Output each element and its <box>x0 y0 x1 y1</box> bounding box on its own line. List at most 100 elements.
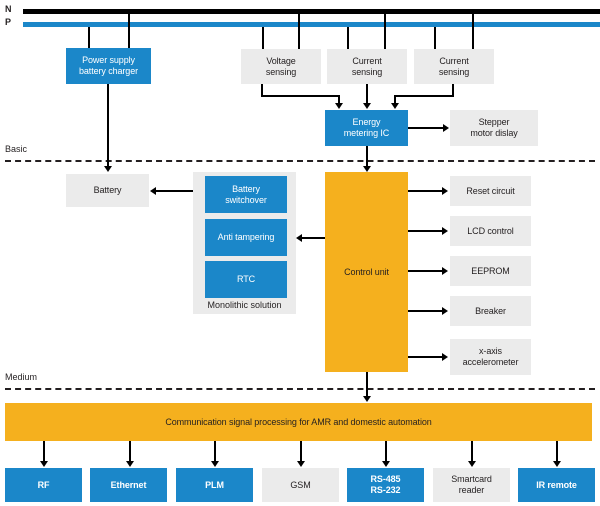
conn-voltage-sensing-across <box>261 95 340 97</box>
block-rf[interactable]: RF <box>5 468 82 502</box>
conn-control-unit-to-anti-tampering <box>302 237 325 239</box>
block-battery[interactable]: Battery <box>66 174 149 207</box>
block-breaker[interactable]: Breaker <box>450 296 531 326</box>
tier-divider-basic <box>5 160 595 162</box>
conn-power-supply-to-battery <box>107 84 109 167</box>
conn-current-1-into-em <box>366 84 368 104</box>
block-rtc[interactable]: RTC <box>205 261 287 298</box>
current-sensing-2-label-line2: sensing <box>438 66 470 77</box>
battery-switchover-label-line1: Battery <box>232 183 260 194</box>
control-unit-label: Control unit <box>344 266 389 277</box>
block-rs485-rs232[interactable]: RS-485 RS-232 <box>347 468 424 502</box>
block-anti-tampering[interactable]: Anti tampering <box>205 219 287 256</box>
arrowhead-to-reset-circuit <box>442 187 448 195</box>
block-reset-circuit[interactable]: Reset circuit <box>450 176 531 206</box>
current-sensing-1-label-line1: Current <box>352 55 382 66</box>
arrowhead-current-1-to-energy-metering <box>363 103 371 109</box>
accelerometer-label-line1: x-axis <box>479 346 502 357</box>
conn-comm-to-ir-remote <box>556 441 558 463</box>
ir-remote-label: IR remote <box>536 479 577 490</box>
battery-switchover-label-line2: switchover <box>225 194 267 205</box>
voltage-sensing-label-line2: sensing <box>265 66 297 77</box>
block-smartcard-reader[interactable]: Smartcard reader <box>433 468 510 502</box>
block-x-axis-accelerometer[interactable]: x-axis accelerometer <box>450 339 531 375</box>
arrowhead-control-unit-to-comm-bar <box>363 396 371 402</box>
conn-voltage-sensing-down <box>261 84 263 96</box>
drop-line-n-to-voltage-sensing <box>298 13 300 49</box>
power-supply-label-line2: battery charger <box>78 66 139 76</box>
conn-current-2-down <box>452 84 454 96</box>
smartcard-label-line2: reader <box>458 485 485 495</box>
conn-control-unit-to-reset-circuit <box>408 190 443 192</box>
arrowhead-to-breaker <box>442 307 448 315</box>
eeprom-label: EEPROM <box>471 265 510 276</box>
conn-energy-metering-to-control-unit <box>366 146 368 168</box>
accelerometer-label-line2: accelerometer <box>462 357 519 367</box>
block-ethernet[interactable]: Ethernet <box>90 468 167 502</box>
conn-energy-metering-to-stepper <box>408 127 444 129</box>
tier-label-basic: Basic <box>5 144 28 154</box>
block-gsm[interactable]: GSM <box>262 468 339 502</box>
block-battery-switchover[interactable]: Battery switchover <box>205 176 287 213</box>
gsm-label: GSM <box>290 479 311 490</box>
conn-comm-to-ethernet <box>129 441 131 463</box>
tier-label-medium: Medium <box>5 372 38 382</box>
arrowhead-current-2-to-energy-metering <box>391 103 399 109</box>
conn-comm-to-gsm <box>300 441 302 463</box>
current-sensing-1-label-line2: sensing <box>351 66 383 77</box>
arrowhead-energy-metering-to-control-unit <box>363 166 371 172</box>
arrowhead-to-lcd-control <box>442 227 448 235</box>
arrowhead-comm-to-plm <box>211 461 219 467</box>
energy-metering-label-line2: metering IC <box>343 128 390 138</box>
rs485-label-line1: RS-485 <box>370 474 401 485</box>
conn-comm-to-plm <box>214 441 216 463</box>
anti-tampering-label: Anti tampering <box>217 232 275 243</box>
monolithic-solution-caption: Monolithic solution <box>207 300 282 310</box>
lcd-control-label: LCD control <box>467 225 514 236</box>
current-sensing-2-label-line1: Current <box>439 55 469 66</box>
block-stepper-motor-display[interactable]: Stepper motor dislay <box>450 110 538 146</box>
block-energy-metering-ic[interactable]: Energy metering IC <box>325 110 408 146</box>
conn-control-unit-to-breaker <box>408 310 443 312</box>
conn-current-2-into-em <box>394 95 396 104</box>
block-power-supply-battery-charger[interactable]: Power supply battery charger <box>66 48 151 84</box>
conn-current-2-across <box>394 95 454 97</box>
battery-label: Battery <box>93 185 122 196</box>
rail-label-p: P <box>5 17 12 27</box>
arrowhead-voltage-to-energy-metering <box>335 103 343 109</box>
plm-label: PLM <box>205 479 224 490</box>
arrowhead-comm-to-ethernet <box>126 461 134 467</box>
block-eeprom[interactable]: EEPROM <box>450 256 531 286</box>
block-current-sensing-2[interactable]: Current sensing <box>414 49 494 84</box>
conn-comm-to-rs485 <box>385 441 387 463</box>
arrowhead-comm-to-rs485 <box>382 461 390 467</box>
block-communication-signal-processing[interactable]: Communication signal processing for AMR … <box>5 403 592 441</box>
block-control-unit[interactable]: Control unit <box>325 172 408 372</box>
rs485-label-line2: RS-232 <box>370 485 401 495</box>
block-plm[interactable]: PLM <box>176 468 253 502</box>
drop-line-n-to-power-supply <box>128 13 130 48</box>
arrowhead-battery-switchover-to-battery <box>150 187 156 195</box>
block-current-sensing-1[interactable]: Current sensing <box>327 49 407 84</box>
conn-battery-switchover-to-battery <box>156 190 205 192</box>
stepper-label-line2: motor dislay <box>470 128 518 138</box>
block-ir-remote[interactable]: IR remote <box>518 468 595 502</box>
drop-line-n-to-current-sensing-2 <box>472 13 474 49</box>
block-lcd-control[interactable]: LCD control <box>450 216 531 246</box>
power-supply-label-line1: Power supply <box>82 55 135 66</box>
arrowhead-comm-to-gsm <box>297 461 305 467</box>
conn-control-unit-to-comm-bar <box>366 372 368 398</box>
ethernet-label: Ethernet <box>110 479 147 490</box>
breaker-label: Breaker <box>475 305 506 316</box>
arrowhead-energy-metering-to-stepper <box>443 124 449 132</box>
smartcard-label-line1: Smartcard <box>451 474 492 485</box>
conn-voltage-sensing-into-em <box>338 95 340 104</box>
drop-line-p-to-power-supply <box>88 27 90 48</box>
rail-label-n: N <box>5 4 12 14</box>
block-voltage-sensing[interactable]: Voltage sensing <box>241 49 321 84</box>
arrowhead-power-supply-to-battery <box>104 166 112 172</box>
phase-rail <box>23 22 600 27</box>
conn-comm-to-smartcard-reader <box>471 441 473 463</box>
arrowhead-comm-to-ir-remote <box>553 461 561 467</box>
